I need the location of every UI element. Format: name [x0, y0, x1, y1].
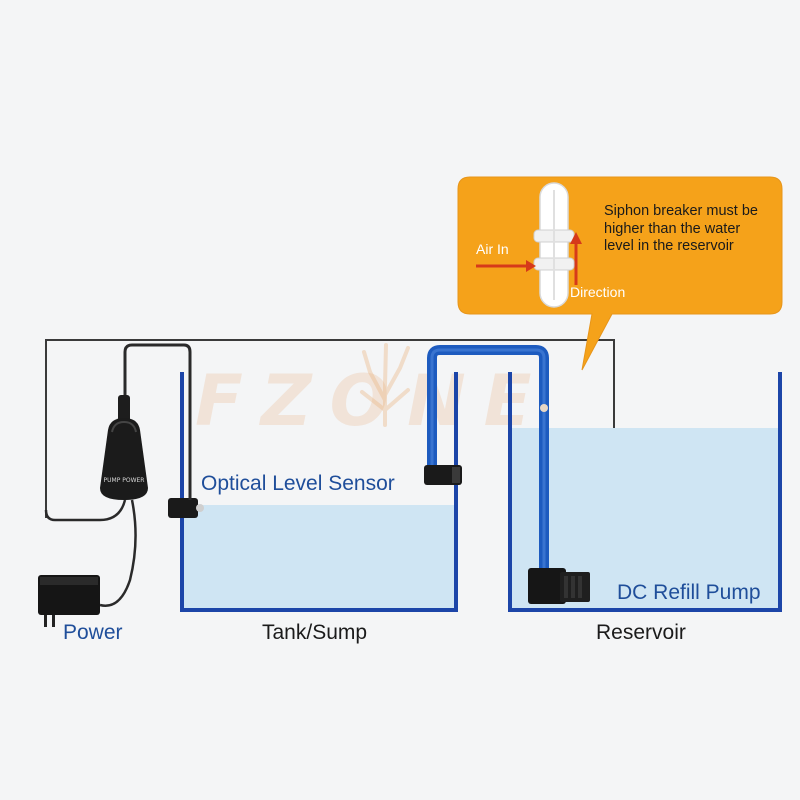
- reservoir: [508, 372, 782, 612]
- siphon-breaker-hole: [540, 404, 548, 412]
- controller-unit: [100, 395, 148, 500]
- controller-lead: [44, 499, 127, 522]
- sensor-lead: [123, 343, 192, 500]
- direction-label: Direction: [570, 284, 626, 300]
- brand-watermark: FZONE: [195, 360, 549, 442]
- pump-label: DC Refill Pump: [617, 581, 761, 604]
- tank-sump: [180, 372, 458, 612]
- dc-refill-pump: [528, 568, 590, 604]
- air-in-arrow-icon: [476, 260, 536, 272]
- optical-sensor-label: Optical Level Sensor: [201, 472, 395, 495]
- optical-sensor: [168, 498, 198, 518]
- siphon-callout: [457, 176, 783, 371]
- tank-label: Tank/Sump: [262, 621, 368, 644]
- direction-arrow-icon: [570, 232, 582, 285]
- air-in-label: Air In: [476, 241, 509, 257]
- reservoir-label: Reservoir: [596, 621, 686, 644]
- power-lead: [99, 499, 137, 607]
- power-label: Power: [63, 621, 123, 644]
- coral-logo-icon: [360, 343, 410, 427]
- tank-water: [183, 505, 455, 609]
- callout-text: Siphon breaker must be higher than the w…: [604, 203, 758, 254]
- siphon-breaker-icon: [533, 182, 575, 308]
- controller-text: PUMP POWER: [104, 477, 145, 484]
- power-adapter: [38, 575, 100, 627]
